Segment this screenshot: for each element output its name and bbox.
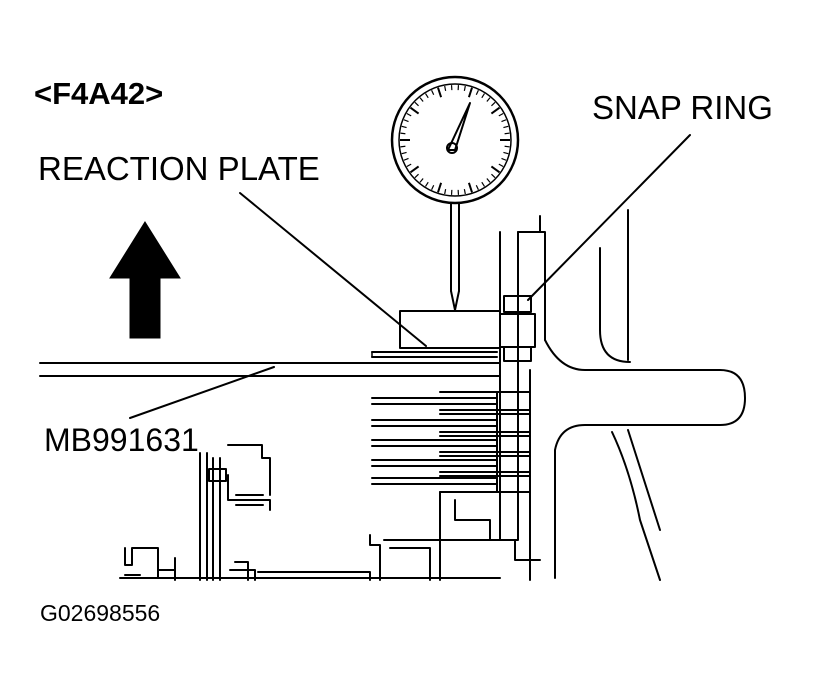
dial-tick xyxy=(486,97,491,102)
transmission-housing xyxy=(439,209,746,581)
tool-bar xyxy=(39,362,501,377)
arrow-up-icon xyxy=(109,221,181,339)
dial-tick xyxy=(406,112,412,117)
dial-tick xyxy=(501,119,507,123)
dial-tick xyxy=(463,85,466,92)
dial-tick xyxy=(504,132,510,135)
dial-tick xyxy=(419,178,424,183)
dial-tick xyxy=(414,101,419,107)
dial-tick xyxy=(501,157,507,161)
dial-tick xyxy=(491,173,496,179)
dial-tick xyxy=(498,163,504,168)
dial-tick xyxy=(475,184,479,191)
dial-tick xyxy=(401,125,407,129)
dial-tick xyxy=(503,125,509,129)
dial-tick xyxy=(444,85,447,92)
figure-id: G02698556 xyxy=(40,600,160,626)
dial-tick xyxy=(419,97,424,102)
dial-tick xyxy=(503,151,509,155)
reaction-plate-label: REACTION PLATE xyxy=(38,150,320,187)
dial-tick xyxy=(406,163,412,168)
reaction-plate-leader xyxy=(239,192,427,347)
dial-tick xyxy=(481,93,485,99)
dial-tick xyxy=(467,87,473,98)
dial-tick xyxy=(463,188,466,195)
snap-ring-label: SNAP RING xyxy=(592,89,773,126)
dial-tick xyxy=(400,145,406,148)
dial-tick xyxy=(425,93,429,99)
dial-tick xyxy=(498,112,504,117)
snap-ring-leader xyxy=(527,134,691,301)
clutch-plates xyxy=(371,391,531,493)
dial-tick xyxy=(401,151,407,155)
model-label: <F4A42> xyxy=(34,76,163,111)
dial-tick xyxy=(481,181,485,187)
dial-tick xyxy=(475,89,479,96)
dial-tick xyxy=(490,165,501,174)
dial-tick xyxy=(414,173,419,179)
dial-tick xyxy=(409,106,420,115)
dial-tick xyxy=(437,182,443,193)
dial-tick xyxy=(490,106,501,115)
dial-tick xyxy=(491,101,496,107)
tool-leader xyxy=(129,366,275,419)
dial-indicator-icon xyxy=(390,75,520,311)
dial-tick xyxy=(400,132,406,135)
dial-tick xyxy=(431,89,435,96)
dial-tick xyxy=(486,178,491,183)
lower-components xyxy=(119,444,501,581)
dial-tick xyxy=(437,87,443,98)
dial-tick xyxy=(409,165,420,174)
dial-tick xyxy=(467,182,473,193)
dial-tick xyxy=(403,157,409,161)
dial-tick xyxy=(444,188,447,195)
dial-tick xyxy=(425,181,429,187)
tool-label: MB991631 xyxy=(44,422,199,458)
dial-tick xyxy=(403,119,409,123)
dial-tick xyxy=(504,145,510,148)
dial-ticks xyxy=(400,85,510,195)
dial-tick xyxy=(431,184,435,191)
